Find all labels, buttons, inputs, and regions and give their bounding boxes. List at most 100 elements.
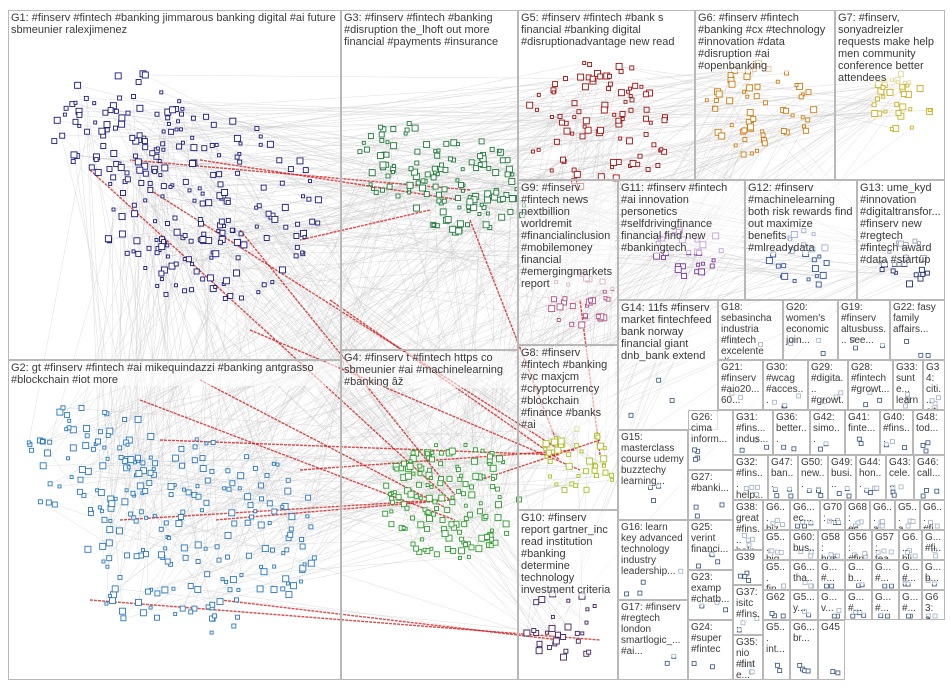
group-label: G6... #fi...	[923, 502, 942, 530]
group-label: G6... bli...	[902, 532, 919, 560]
group-label: G17: #finserv #regtech london smartlogic…	[621, 602, 685, 657]
group-box-g62: G62	[763, 590, 790, 620]
group-box-g19: G19: #finserv altusbuss... see...	[838, 300, 890, 360]
group-label: G56: #fin...	[848, 532, 869, 560]
group-box-g2: G2: gt #finserv #fintech #ai mikequindaz…	[8, 360, 341, 680]
group-box-g38: G38: great #fins... help...	[733, 500, 763, 550]
group-box-g63: G63: a...	[922, 590, 945, 620]
group-box-g32: G32: #fins... help...	[733, 455, 768, 500]
group-label: G21: #finserv #aio20... 60...	[721, 362, 760, 406]
group-box-g41: G41: finte...	[845, 410, 880, 455]
group-label: G48: tod...	[916, 412, 942, 434]
group-box-g61: G6... br...	[790, 620, 818, 680]
group-box-g30: G30: #wcag #acces...	[763, 360, 808, 410]
group-label: G62	[766, 592, 787, 603]
group-label: G... #...	[875, 562, 896, 584]
group-label: G58: bus...	[821, 532, 842, 560]
group-box-g35: G35: nio #finte...	[733, 635, 763, 680]
group-label: G6... biz...	[766, 502, 787, 530]
group-box-g54: G6... biz...	[763, 500, 790, 530]
group-box-g66: G6... a...	[870, 500, 895, 530]
group-label: G14: 11fs #finserv market fintechfeed ba…	[621, 302, 715, 362]
group-label: G... b...	[848, 562, 869, 584]
group-box-g24: G24: #super #fintec	[688, 620, 733, 680]
group-box-g72: G... v...	[818, 590, 845, 620]
group-label: G37: isitc #fins...	[736, 587, 760, 631]
group-label: G42: simo...	[813, 412, 842, 445]
group-box-g64: G6... tha...	[790, 560, 818, 590]
group-label: G49: busi...	[831, 457, 853, 490]
group-label: G34: citi... citiba...	[926, 362, 942, 410]
group-box-g36: G36: better...	[773, 410, 810, 455]
group-box-g8: G8: #finserv #fintech #banking #vc maxjc…	[518, 345, 618, 510]
group-box-g28: G28: #fintech #growt...	[848, 360, 893, 410]
group-label: G6... br...	[793, 622, 815, 644]
group-box-g22: G22: fasy family affairs...	[890, 300, 945, 360]
group-label: G26: cima inform...	[691, 412, 730, 445]
group-box-g31: G31: #fins... indus...	[733, 410, 773, 455]
group-box-g79: G... #...	[872, 590, 899, 620]
group-label: G5... big...	[766, 532, 787, 560]
group-label: G35: nio #finte...	[736, 637, 760, 680]
group-label: G24: #super #fintec	[691, 622, 730, 655]
group-box-g1: G1: #finserv #fintech #banking jimmarous…	[8, 10, 341, 360]
group-label: G33: sunte... learn...	[896, 362, 920, 410]
group-label: G30: #wcag #acces...	[766, 362, 805, 406]
group-box-g77: G... b...	[922, 560, 945, 590]
group-box-g13: G13: ume_kyd #innovation #digitaltransfo…	[857, 180, 945, 300]
group-label: G3: #finserv #fintech #banking #disrupti…	[344, 12, 515, 48]
group-box-g26: G26: cima inform...	[688, 410, 733, 470]
group-box-g69: G6... #fi...	[920, 500, 945, 530]
group-label: G70: ...	[823, 502, 842, 524]
group-label: G44: hon...	[859, 457, 883, 490]
group-label: G46: call...	[917, 457, 942, 479]
group-box-g46: G46: call...	[914, 455, 945, 500]
group-box-g68: G68: ec...	[845, 500, 870, 530]
group-label: G6... tha...	[793, 562, 815, 590]
group-label: G57: tea...	[875, 532, 896, 560]
group-box-g18: G18: sebasincha industria #fintech excel…	[718, 300, 783, 360]
group-box-g15: G15: masterclass course udemy buzztechy …	[618, 430, 688, 520]
group-label: G45	[821, 622, 842, 633]
group-box-g49: G49: busi...	[828, 455, 856, 500]
group-box-g80: G... #...	[899, 590, 922, 620]
group-box-g59: G5... y...	[790, 590, 818, 620]
group-label: G13: ume_kyd #innovation #digitaltransfo…	[860, 182, 942, 266]
group-label: G38: great #fins... help...	[736, 502, 760, 550]
group-label: G... #...	[902, 562, 919, 584]
group-box-g74: G... b...	[845, 560, 872, 590]
group-box-g75: G... #...	[872, 560, 899, 590]
group-box-g51: G5... a...	[895, 500, 920, 530]
group-box-g5: G5: #finserv #fintech #bank s financial …	[518, 10, 695, 180]
group-label: G19: #finserv altusbuss... see...	[841, 302, 887, 346]
group-box-g37: G37: isitc #fins...	[733, 585, 763, 635]
group-box-g29: G29: #digita... #growt...	[808, 360, 848, 410]
group-label: G60: bus...	[793, 532, 815, 560]
group-label: G... b...	[925, 562, 942, 584]
group-box-g67: G6... bli...	[899, 530, 922, 560]
group-box-g73: G... #...	[818, 560, 845, 590]
group-box-g21: G21: #finserv #aio20... 60...	[718, 360, 763, 410]
group-box-g11: G11: #finserv #fintech #ai innovation pe…	[618, 180, 745, 300]
group-box-g6: G6: #finserv #fintech #banking #cx #tech…	[695, 10, 835, 180]
group-label: G4: #finserv t #fintech https co sbmeuni…	[344, 352, 515, 388]
group-label: G6... ec...	[793, 502, 817, 524]
group-box-g10: G10: #finserv report gartner_inc read in…	[518, 510, 618, 680]
group-label: G20: women's economic join...	[786, 302, 835, 346]
group-box-g20: G20: women's economic join...	[783, 300, 838, 360]
group-label: G22: fasy family affairs...	[893, 302, 942, 335]
group-box-g4: G4: #finserv t #fintech https co sbmeuni…	[341, 350, 518, 680]
group-box-g50: G50: new...	[798, 455, 828, 500]
group-label: G... v...	[821, 592, 842, 614]
group-box-g56: G56: #fin...	[845, 530, 872, 560]
group-label: G... #...	[902, 592, 919, 614]
group-box-g17: G17: #finserv #regtech london smartlogic…	[618, 600, 688, 680]
group-label: G15: masterclass course udemy buzztechy …	[621, 432, 685, 487]
group-label: G28: #fintech #growt...	[851, 362, 890, 395]
group-label: G... #fi...	[925, 532, 942, 560]
group-label: G40: #fins...	[883, 412, 910, 445]
group-label: G50: new...	[801, 457, 825, 490]
group-label: G5... int...	[766, 622, 787, 655]
group-label: G6... a...	[873, 502, 892, 530]
